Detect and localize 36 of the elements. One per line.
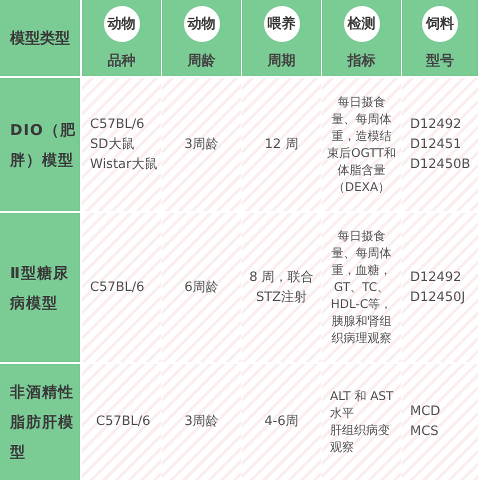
cell-text: Wistar大鼠 [90,156,158,174]
cell-text: D12492 [410,268,462,286]
row-header: Ⅱ型糖尿病模型 [10,262,70,314]
cell-text: SD大鼠 [90,136,134,154]
column-header-badge: 喂养 [264,6,300,42]
cell-text: 3周龄 [184,413,219,431]
cell-text: C57BL/6 [96,413,150,431]
cell-text: D12450B [410,156,470,174]
cell-text: 3周龄 [184,136,219,154]
column-header-badge: 检测 [344,6,380,42]
cell-text: D12492 [410,116,462,134]
cell-text: C57BL/6 [90,116,144,134]
cell-text: 每日摄食量、每周体重，血糖，GT、TC、HDL-C等，胰腺和肾组织病理观察 [330,228,394,347]
column-header: 型号 [426,52,454,70]
cell-text: D12450J [410,288,466,306]
cell-text: 4-6周 [264,413,299,431]
column-header-badge: 动物 [184,6,220,42]
cell-text: MCD [410,403,440,421]
column-header: 周龄 [188,52,216,70]
cell-text: 肝组织病变观察 [330,422,391,456]
column-header: 模型类型 [10,28,70,49]
cell-text: ALT 和 AST 水平 [330,388,394,422]
cell-text: 8 周，联合STZ注射 [248,268,315,306]
cell-text: 12 周 [264,136,298,154]
column-header: 指标 [348,52,376,70]
cell-text: 每日摄食量、每周体重，造模结束后OGTT和体脂含量（DEXA） [326,94,396,196]
column-header-badge: 动物 [104,6,140,42]
cell-text: MCS [410,423,439,441]
column-header: 周期 [268,52,296,70]
column-header-badge: 饲料 [422,6,458,42]
row-header: 非酒精性脂肪肝模型 [10,382,75,463]
cell-text: 6周龄 [184,278,219,296]
row-header: DIO（肥胖）模型 [10,120,76,170]
column-header: 品种 [108,52,136,70]
cell-text: D12451 [410,136,462,154]
cell-text: C57BL/6 [90,278,144,296]
